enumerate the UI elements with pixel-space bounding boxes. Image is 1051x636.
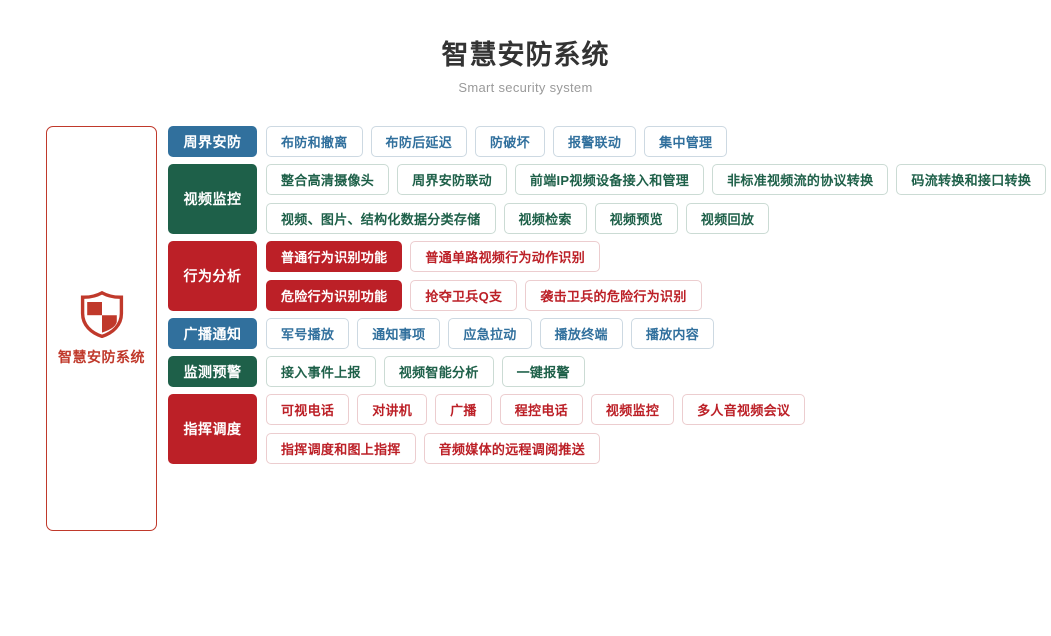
feature-chip[interactable]: 接入事件上报 (266, 356, 376, 387)
feature-chip[interactable]: 袭击卫兵的危险行为识别 (525, 280, 702, 311)
feature-chip[interactable]: 抢夺卫兵Q支 (410, 280, 518, 311)
architecture-board: 智慧安防系统 周界安防布防和撤离布防后延迟防破坏报警联动集中管理视频监控整合高清… (0, 126, 1051, 531)
feature-chip[interactable]: 指挥调度和图上指挥 (266, 433, 416, 464)
feature-chip[interactable]: 危险行为识别功能 (266, 280, 403, 311)
feature-chip[interactable]: 对讲机 (357, 394, 428, 425)
item-line: 接入事件上报视频智能分析一键报警 (266, 356, 593, 387)
feature-chip[interactable]: 通知事项 (357, 318, 441, 349)
item-line: 可视电话对讲机广播程控电话视频监控多人音视频会议 (266, 394, 813, 425)
category-items: 军号播放通知事项应急拉动播放终端播放内容 (266, 318, 722, 349)
feature-chip[interactable]: 码流转换和接口转换 (896, 164, 1047, 195)
category-tile[interactable]: 广播通知 (168, 318, 257, 349)
category-items: 可视电话对讲机广播程控电话视频监控多人音视频会议指挥调度和图上指挥音频媒体的远程… (266, 394, 813, 464)
feature-chip[interactable]: 可视电话 (266, 394, 350, 425)
feature-chip[interactable]: 普通单路视频行为动作识别 (410, 241, 601, 272)
feature-chip[interactable]: 视频、图片、结构化数据分类存储 (266, 203, 496, 234)
feature-chip[interactable]: 播放终端 (539, 318, 623, 349)
feature-chip[interactable]: 前端IP视频设备接入和管理 (514, 164, 705, 195)
item-line: 普通行为识别功能普通单路视频行为动作识别 (266, 241, 710, 272)
feature-chip[interactable]: 应急拉动 (448, 318, 532, 349)
feature-chip[interactable]: 军号播放 (266, 318, 350, 349)
shield-icon (80, 290, 124, 338)
item-line: 整合高清摄像头周界安防联动前端IP视频设备接入和管理非标准视频流的协议转换码流转… (266, 164, 1051, 195)
category-row: 周界安防布防和撤离布防后延迟防破坏报警联动集中管理 (168, 126, 1051, 157)
item-line: 视频、图片、结构化数据分类存储视频检索视频预览视频回放 (266, 203, 1051, 234)
category-row: 广播通知军号播放通知事项应急拉动播放终端播放内容 (168, 318, 1051, 349)
brand-panel: 智慧安防系统 (46, 126, 157, 531)
item-line: 危险行为识别功能抢夺卫兵Q支袭击卫兵的危险行为识别 (266, 280, 710, 311)
category-row: 指挥调度可视电话对讲机广播程控电话视频监控多人音视频会议指挥调度和图上指挥音频媒… (168, 394, 1051, 464)
category-row: 行为分析普通行为识别功能普通单路视频行为动作识别危险行为识别功能抢夺卫兵Q支袭击… (168, 241, 1051, 311)
feature-chip[interactable]: 程控电话 (499, 394, 583, 425)
feature-chip[interactable]: 视频监控 (590, 394, 675, 425)
feature-chip[interactable]: 广播 (435, 394, 492, 425)
feature-chip[interactable]: 集中管理 (644, 126, 728, 157)
feature-chip[interactable]: 音频媒体的远程调阅推送 (423, 433, 601, 464)
feature-chip[interactable]: 视频回放 (685, 203, 770, 234)
feature-chip[interactable]: 整合高清摄像头 (266, 164, 390, 195)
page-header: 智慧安防系统 Smart security system (0, 0, 1051, 96)
feature-chip[interactable]: 多人音视频会议 (682, 394, 806, 425)
feature-chip[interactable]: 视频检索 (503, 203, 587, 234)
brand-label: 智慧安防系统 (58, 348, 145, 365)
category-items: 整合高清摄像头周界安防联动前端IP视频设备接入和管理非标准视频流的协议转换码流转… (266, 164, 1051, 234)
feature-chip[interactable]: 布防后延迟 (370, 126, 468, 157)
feature-chip[interactable]: 视频预览 (594, 203, 678, 234)
feature-chip[interactable]: 报警联动 (552, 126, 637, 157)
category-rows: 周界安防布防和撤离布防后延迟防破坏报警联动集中管理视频监控整合高清摄像头周界安防… (168, 126, 1051, 471)
feature-chip[interactable]: 视频智能分析 (383, 356, 494, 387)
category-tile[interactable]: 视频监控 (168, 164, 257, 234)
category-items: 布防和撤离布防后延迟防破坏报警联动集中管理 (266, 126, 735, 157)
feature-chip[interactable]: 布防和撤离 (266, 126, 363, 157)
feature-chip[interactable]: 周界安防联动 (397, 164, 507, 195)
category-row: 视频监控整合高清摄像头周界安防联动前端IP视频设备接入和管理非标准视频流的协议转… (168, 164, 1051, 234)
item-line: 布防和撤离布防后延迟防破坏报警联动集中管理 (266, 126, 735, 157)
page-title: 智慧安防系统 (441, 40, 610, 70)
feature-chip[interactable]: 普通行为识别功能 (266, 241, 403, 272)
item-line: 军号播放通知事项应急拉动播放终端播放内容 (266, 318, 722, 349)
category-tile[interactable]: 周界安防 (168, 126, 257, 157)
feature-chip[interactable]: 防破坏 (475, 126, 545, 157)
page-subtitle: Smart security system (458, 80, 593, 95)
item-line: 指挥调度和图上指挥音频媒体的远程调阅推送 (266, 433, 813, 464)
category-row: 监测预警接入事件上报视频智能分析一键报警 (168, 356, 1051, 387)
category-items: 普通行为识别功能普通单路视频行为动作识别危险行为识别功能抢夺卫兵Q支袭击卫兵的危… (266, 241, 710, 311)
feature-chip[interactable]: 非标准视频流的协议转换 (712, 164, 889, 195)
feature-chip[interactable]: 一键报警 (501, 356, 585, 387)
category-tile[interactable]: 监测预警 (168, 356, 257, 387)
category-tile[interactable]: 行为分析 (168, 241, 257, 311)
category-tile[interactable]: 指挥调度 (168, 394, 257, 464)
feature-chip[interactable]: 播放内容 (630, 318, 715, 349)
category-items: 接入事件上报视频智能分析一键报警 (266, 356, 593, 387)
